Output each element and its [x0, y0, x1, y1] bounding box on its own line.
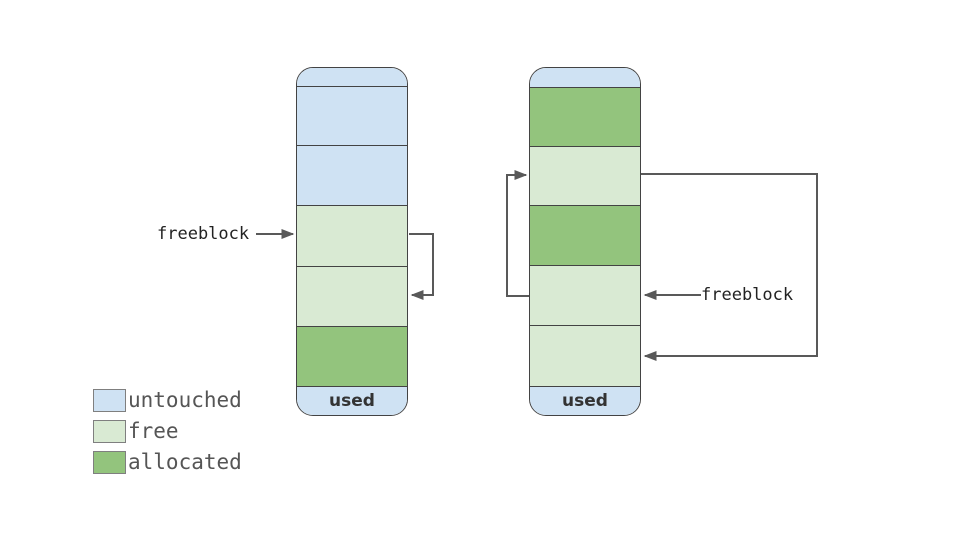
- memory-column-right: used: [529, 67, 641, 416]
- memory-block-untouched-left-2: [297, 145, 407, 205]
- memory-block-allocated-right-3: [530, 205, 640, 265]
- legend-swatch-allocated: [93, 451, 126, 474]
- memory-block-used-right-6: used: [530, 386, 640, 415]
- memory-column-left: used: [296, 67, 408, 416]
- legend-item-untouched: untouched: [93, 389, 242, 412]
- memory-block-untouched-left-1: [297, 86, 407, 145]
- used-label-right: used: [562, 391, 608, 411]
- freeblock-label-left: freeblock: [157, 224, 250, 244]
- legend: untouched free allocated: [93, 389, 242, 482]
- legend-label-untouched: untouched: [128, 388, 242, 412]
- legend-label-allocated: allocated: [128, 450, 242, 474]
- memory-block-allocated-left-5: [297, 326, 407, 386]
- memory-block-free-left-3: [297, 205, 407, 266]
- memory-block-untouched-right-0: [530, 68, 640, 87]
- free-list-next-arrow-right-first: [506, 170, 529, 297]
- free-list-next-arrow-right-second: [641, 173, 818, 361]
- memory-block-used-left-6: used: [297, 386, 407, 415]
- legend-item-free: free: [93, 420, 242, 443]
- memory-block-free-right-5: [530, 325, 640, 386]
- free-list-next-arrow-left: [409, 233, 434, 300]
- memory-block-free-right-2: [530, 146, 640, 205]
- legend-item-allocated: allocated: [93, 451, 242, 474]
- legend-label-free: free: [128, 419, 179, 443]
- memory-block-untouched-left-0: [297, 68, 407, 86]
- used-label-left: used: [329, 391, 375, 411]
- legend-swatch-untouched: [93, 389, 126, 412]
- memory-block-free-left-4: [297, 266, 407, 326]
- legend-swatch-free: [93, 420, 126, 443]
- freeblock-label-right: freeblock: [701, 285, 794, 305]
- memory-block-allocated-right-1: [530, 87, 640, 146]
- memory-block-free-right-4: [530, 265, 640, 325]
